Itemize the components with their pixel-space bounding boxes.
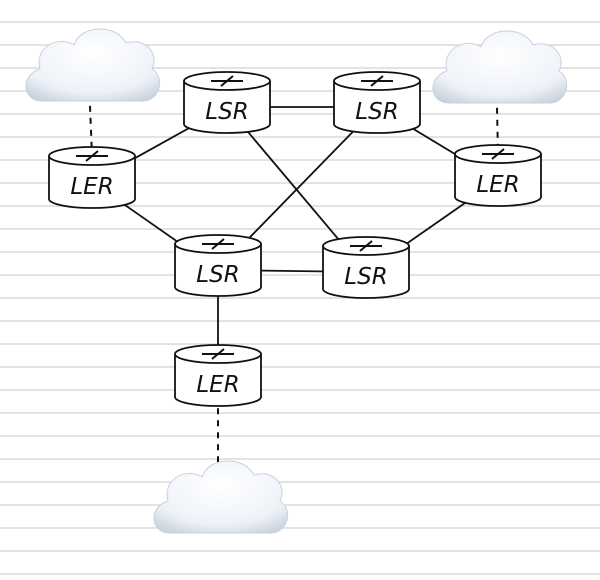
router-symbol-icon (211, 75, 243, 87)
router-body (48, 156, 136, 209)
cloud-icon (25, 28, 161, 102)
cloud-icon (432, 30, 568, 104)
lsr-label: LSR (196, 262, 239, 288)
lsr-label: LSR (344, 264, 387, 290)
lsr-label: LSR (205, 99, 248, 125)
clouds-layer (25, 28, 568, 534)
router-lsr-top-right: LSR (333, 71, 421, 134)
links-layer (89, 105, 499, 463)
router-ler-bottom: LER (174, 344, 262, 407)
router-symbol-icon (202, 238, 234, 250)
router-symbol-icon (361, 75, 393, 87)
cloud-left (25, 28, 161, 102)
router-lsr-top-left: LSR (183, 71, 271, 134)
router-body (333, 81, 421, 134)
router-body (174, 354, 262, 407)
ler-label: LER (70, 174, 113, 200)
router-body (174, 244, 262, 297)
router-lsr-bottom-right: LSR (322, 236, 410, 299)
router-ler-right: LER (454, 144, 542, 207)
routers-layer: LER LSR LSR LER LSR LSR LER (48, 71, 542, 407)
ler-label: LER (196, 372, 239, 398)
ler-label: LER (476, 172, 519, 198)
cloud-right (432, 30, 568, 104)
lsr-label: LSR (355, 99, 398, 125)
router-symbol-icon (482, 148, 514, 160)
router-symbol-icon (350, 240, 382, 252)
router-symbol-icon (76, 150, 108, 162)
router-body (322, 246, 410, 299)
cloud-icon (153, 460, 289, 534)
router-ler-left: LER (48, 146, 136, 209)
router-body (454, 154, 542, 207)
router-lsr-bottom-left: LSR (174, 234, 262, 297)
router-body (183, 81, 271, 134)
router-symbol-icon (202, 348, 234, 360)
cloud-bottom (153, 460, 289, 534)
